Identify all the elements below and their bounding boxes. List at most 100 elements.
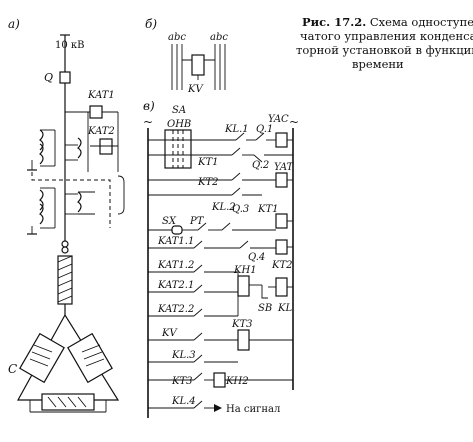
- contact-kt1a: [231, 147, 241, 156]
- caption-line-2: чатого управления конденса-: [300, 29, 473, 43]
- relay-kh1-coil: [237, 275, 250, 297]
- relay-kh2-label: KH2: [225, 376, 249, 387]
- contact-kt1a-label: KT1: [197, 157, 219, 168]
- panel-a-label: а): [8, 17, 20, 31]
- ground-symbol-1: [27, 160, 37, 171]
- terminal-node-bottom: [61, 246, 69, 254]
- relay-kl-coil: [275, 277, 288, 297]
- bus-right-phases: abc: [210, 32, 228, 43]
- contact-kat11: [193, 240, 203, 249]
- bus-right-sign: ~: [289, 115, 299, 129]
- contact-kl2: [231, 187, 241, 196]
- contact-kl4: [193, 400, 203, 409]
- coil-kt2-label: KT2: [271, 260, 293, 271]
- coil-kt1-label: KT1: [257, 204, 279, 215]
- coil-yat: [275, 172, 288, 188]
- contact-kat21: [193, 284, 203, 293]
- coil-kt1: [275, 213, 288, 229]
- panel-b-voltage-relay: б) abc abc KV: [145, 17, 228, 95]
- relay-kt3-coil: [237, 329, 250, 351]
- contact-q3: [221, 222, 231, 231]
- contact-kt2a: [231, 172, 241, 181]
- contact-kt2a-label: KT2: [197, 177, 219, 188]
- panel-v-label: в): [143, 99, 155, 113]
- coil-yac: [275, 132, 288, 148]
- ground-symbol-2: [27, 226, 37, 235]
- coil-kt2: [275, 239, 288, 255]
- relay-kt3-label: KT3: [231, 319, 253, 330]
- contact-q2-label: Q.2: [252, 160, 269, 171]
- busbar-right: [214, 44, 226, 90]
- breaker-q-label: Q: [44, 71, 53, 84]
- contact-q1-label: Q.1: [256, 124, 273, 135]
- voltage-label: 10 кВ: [55, 40, 85, 51]
- coil-yac-label: YAC: [268, 114, 289, 125]
- current-transformer-3: [39, 187, 56, 229]
- button-sb: [261, 285, 268, 299]
- signal-arrow-icon: [214, 404, 222, 412]
- relay-kh1-label: KH1: [233, 265, 257, 276]
- contact-kat22: [193, 308, 203, 317]
- capacitor-bank-bottom: [29, 393, 107, 413]
- figure-caption: Рис. 17.2. Схема одноступен- чатого упра…: [296, 15, 473, 71]
- switch-sa-body: [164, 129, 192, 169]
- contact-q4-label: Q.4: [248, 252, 265, 263]
- contact-pt-label: PT: [189, 216, 205, 227]
- panel-a-primary-circuit: а) 10 кВ Q KAT1 KAT2: [8, 17, 125, 413]
- contact-kl1: [235, 132, 245, 141]
- coil-yat-label: YAT: [274, 162, 295, 173]
- capacitor-bank-right: [67, 332, 113, 384]
- relay-kat2-label: KAT2: [87, 126, 115, 137]
- relay-kat1-coil: [89, 105, 103, 119]
- contact-kv-label: KV: [161, 328, 178, 339]
- relay-kh2-coil: [213, 372, 226, 388]
- capacitor-c-label: C: [8, 362, 17, 376]
- bus-left-sign: ~: [143, 115, 153, 129]
- contact-q3-label: Q.3: [232, 204, 249, 215]
- relay-kat2-coil: [99, 138, 113, 155]
- secondary-brace: [117, 175, 125, 215]
- relay-kat1-label: KAT1: [87, 90, 115, 101]
- plug-sx-label: SX: [162, 216, 177, 227]
- secondary-loop-dashed: [31, 172, 111, 228]
- contact-kt3b-label: KT3: [171, 376, 193, 387]
- caption-line-4: времени: [352, 57, 404, 71]
- busbar-left: [171, 44, 183, 90]
- contact-kat21-label: KAT2.1: [157, 280, 194, 291]
- caption-line-1: Рис. 17.2. Схема одноступен-: [302, 15, 473, 29]
- current-transformer-4: [65, 191, 95, 215]
- signal-output-label: На сигнал: [226, 404, 280, 415]
- capacitor-bank-left: [19, 332, 65, 384]
- contact-kat12: [193, 264, 203, 273]
- contact-kl1-label: KL.1: [224, 124, 249, 135]
- contact-kl2-label: KL.2: [211, 202, 236, 213]
- cable-hatching: [57, 255, 73, 303]
- relay-kl-label: KL: [277, 303, 292, 314]
- contact-q1: [255, 132, 265, 141]
- contact-kl3-label: KL.3: [171, 350, 196, 361]
- contact-kat22-label: KAT2.2: [157, 304, 194, 315]
- panel-b-label: б): [145, 17, 157, 31]
- switch-sa-modes: OHB: [167, 119, 191, 130]
- contact-kat11-label: KAT1.1: [157, 236, 194, 247]
- contact-q2: [253, 154, 263, 163]
- contact-kv: [193, 332, 203, 341]
- plug-sx: [171, 225, 183, 235]
- current-transformer-1: [39, 129, 56, 167]
- relay-kv-label: KV: [187, 84, 204, 95]
- contact-kl4-label: KL.4: [171, 396, 196, 407]
- bus-left-phases: abc: [168, 32, 186, 43]
- breaker-q-symbol: [59, 71, 71, 84]
- contact-kl3: [193, 354, 203, 363]
- contact-pt: [197, 222, 207, 231]
- panel-v-control-circuit: в) ~ ~ SA OHB KL.1 Q.1 YAC KT1 Q.2: [143, 99, 299, 418]
- contact-q4: [239, 240, 249, 249]
- relay-kv-coil: [191, 54, 205, 76]
- switch-sa-label: SA: [172, 105, 186, 116]
- caption-line-3: торной установкой в функции: [296, 43, 473, 57]
- current-transformer-2: [65, 137, 82, 161]
- contact-kat12-label: KAT1.2: [157, 260, 194, 271]
- button-sb-label: SB: [258, 303, 272, 314]
- contact-kt3b: [193, 372, 203, 381]
